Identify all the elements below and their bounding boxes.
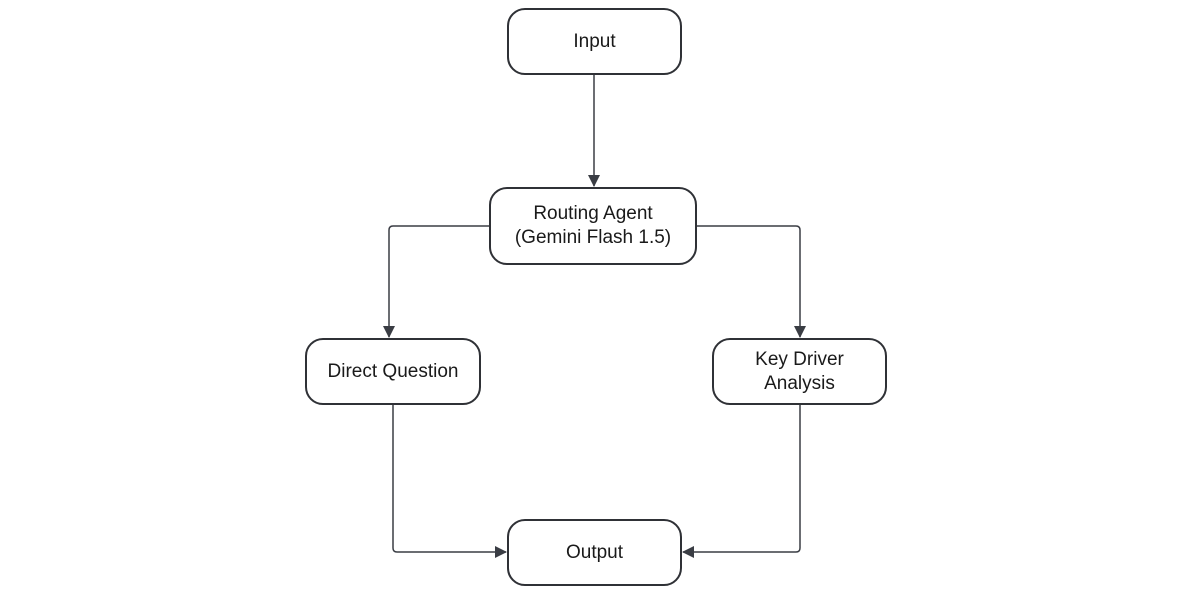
edge-router-to-kda bbox=[697, 225, 806, 338]
edge-router-to-direct bbox=[383, 225, 489, 338]
routing-agent-node: Routing Agent (Gemini Flash 1.5) bbox=[489, 187, 697, 265]
edge-kda-to-output bbox=[682, 405, 801, 558]
output-node: Output bbox=[507, 519, 682, 586]
input-node-label: Input bbox=[573, 30, 616, 52]
edge-direct-to-output bbox=[392, 405, 507, 558]
direct-question-node: Direct Question bbox=[305, 338, 481, 405]
direct-question-node-label: Direct Question bbox=[327, 360, 459, 382]
key-driver-analysis-node: Key Driver Analysis bbox=[712, 338, 887, 405]
routing-agent-node-label: Routing Agent (Gemini Flash 1.5) bbox=[514, 203, 672, 248]
output-node-label: Output bbox=[565, 541, 624, 563]
key-driver-analysis-node-label: Key Driver Analysis bbox=[755, 348, 844, 394]
input-node: Input bbox=[507, 8, 682, 75]
